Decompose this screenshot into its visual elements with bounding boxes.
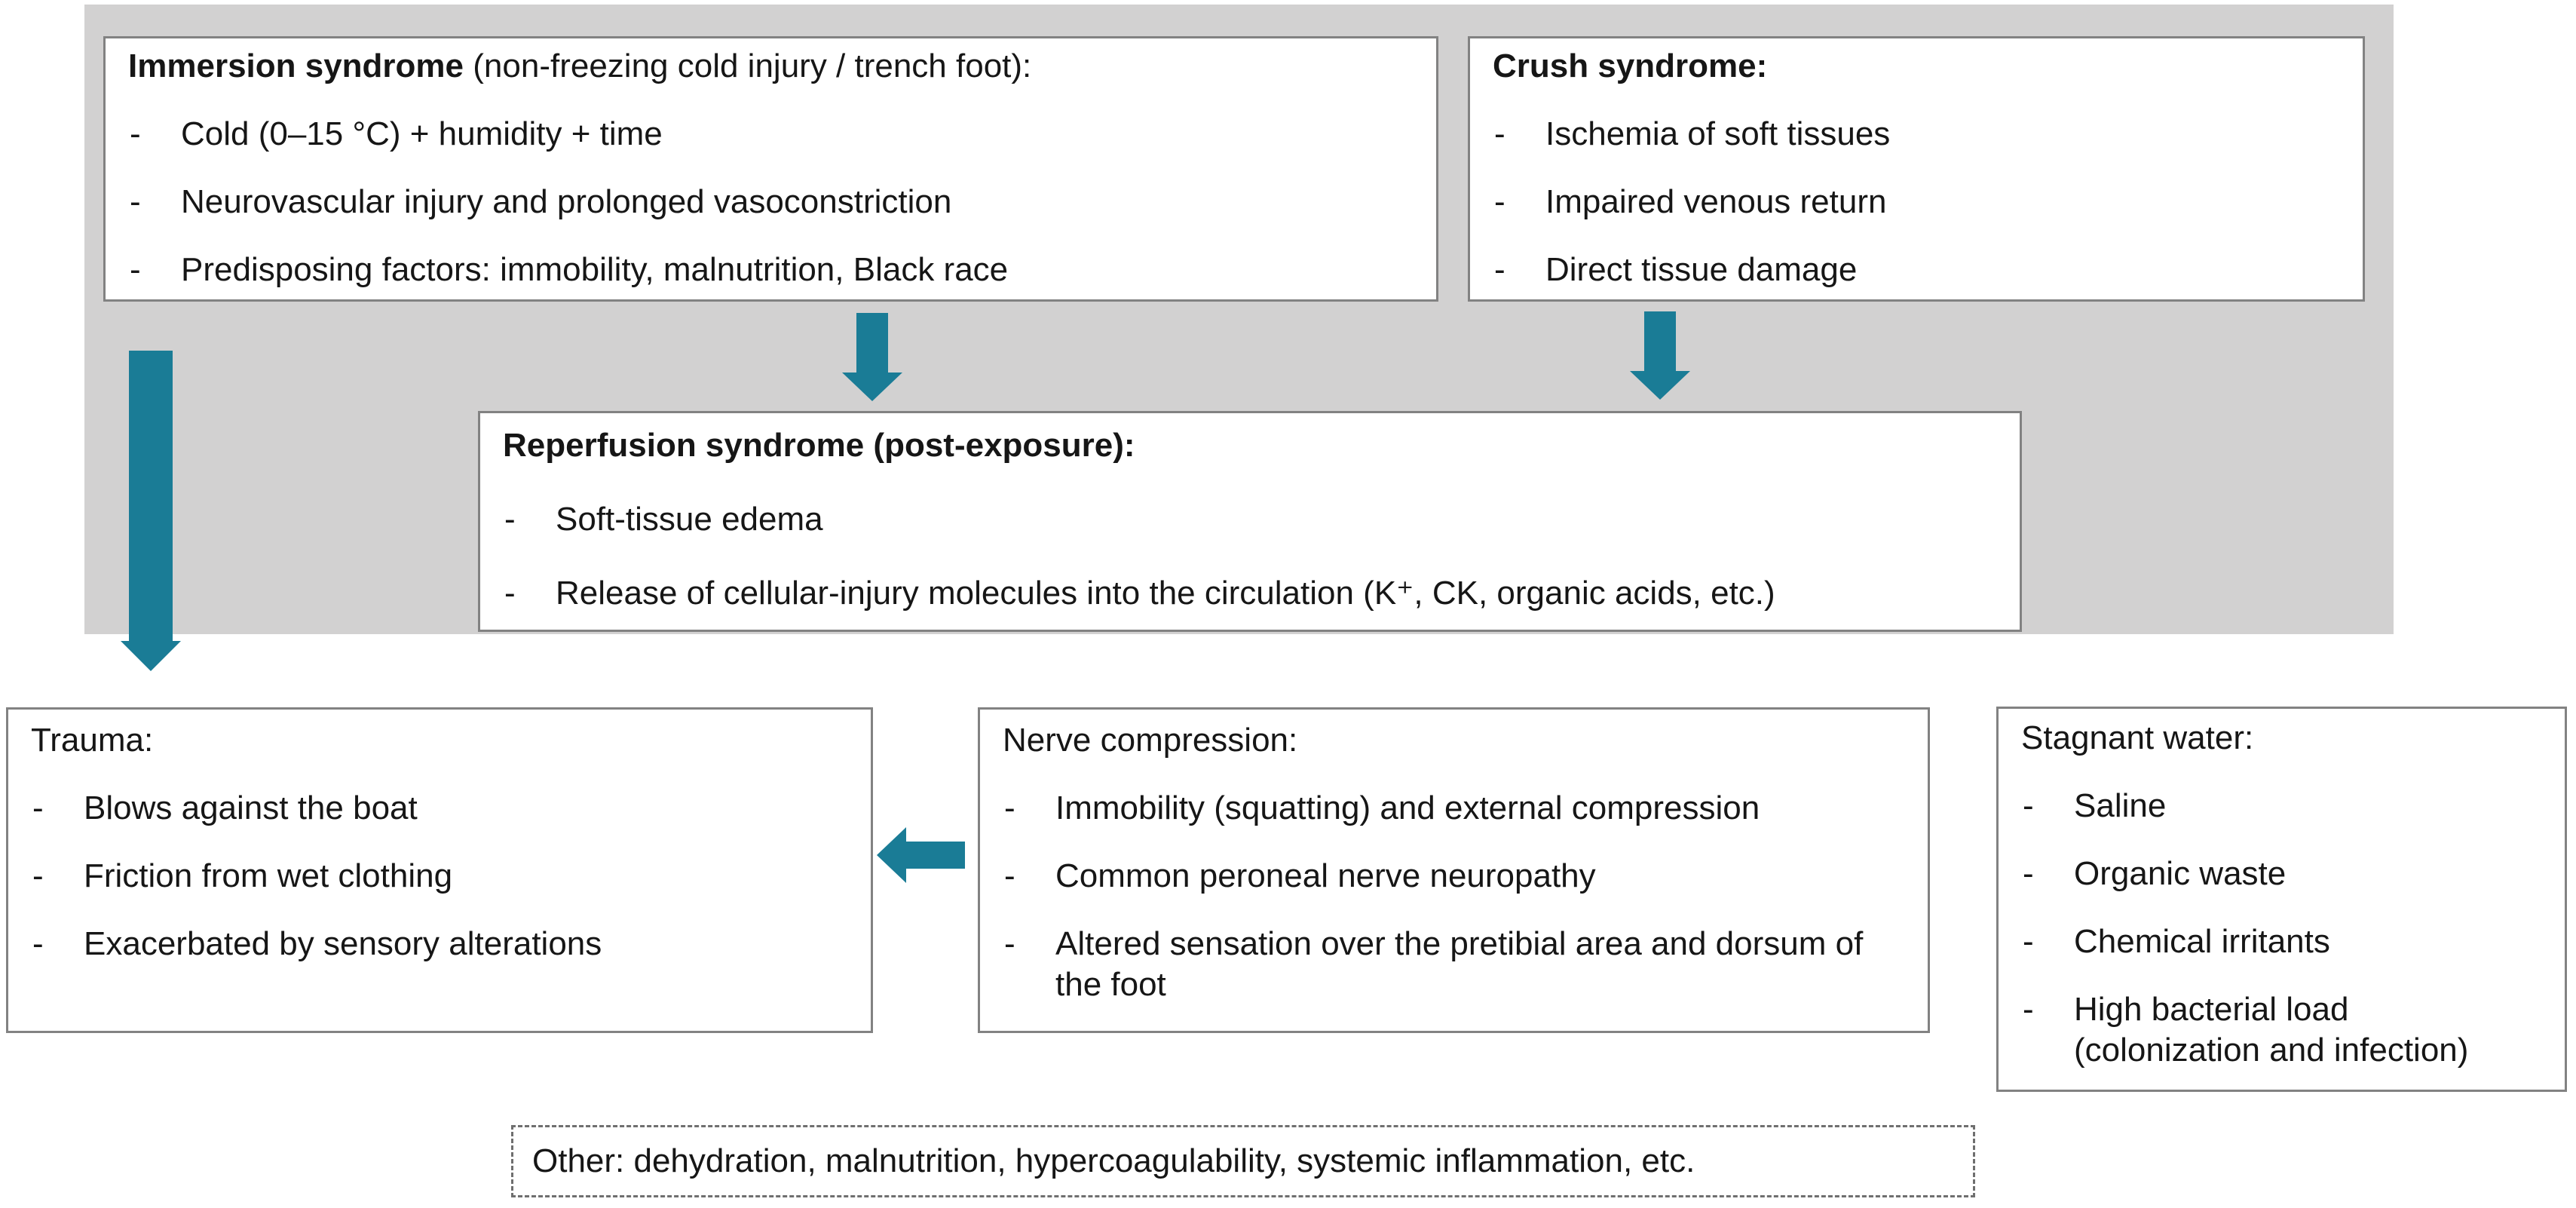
bullet-item: - Organic waste xyxy=(2020,854,2544,894)
reperfusion-syndrome-title: Reperfusion syndrome (post-exposure): xyxy=(503,425,1999,466)
crush-syndrome-box: Crush syndrome: - Ischemia of soft tissue… xyxy=(1468,36,2365,302)
bullet-item: - Blows against the boat xyxy=(29,788,850,829)
bullet-dash: - xyxy=(130,115,141,152)
arrow-head xyxy=(842,373,902,401)
bullet-item: - Immobility (squatting) and external com… xyxy=(1001,788,1907,829)
bullet-dash: - xyxy=(1494,183,1505,220)
bullet-item: - Impaired venous return xyxy=(1491,182,2342,222)
immersion-title-bold: Immersion syndrome xyxy=(128,48,464,84)
bullet-dash: - xyxy=(1494,251,1505,288)
bullet-text: Ischemia of soft tissues xyxy=(1545,115,1891,152)
other-factors-text: Other: dehydration, malnutrition, hyperc… xyxy=(532,1142,1695,1179)
arrow-shaft xyxy=(906,842,965,869)
bullet-text: Cold (0–15 °C) + humidity + time xyxy=(181,115,663,152)
bullet-text: Impaired venous return xyxy=(1545,183,1887,220)
bullet-dash: - xyxy=(2023,923,2034,960)
bullet-text: Exacerbated by sensory alterations xyxy=(84,925,602,962)
arrow-shaft xyxy=(856,313,888,373)
bullet-dash: - xyxy=(1004,789,1015,826)
bullet-text: Predisposing factors: immobility, malnut… xyxy=(181,251,1009,288)
immersion-syndrome-box: Immersion syndrome (non-freezing cold in… xyxy=(103,36,1438,302)
bullet-text: Saline xyxy=(2074,787,2167,824)
immersion-syndrome-title: Immersion syndrome (non-freezing cold in… xyxy=(128,46,1415,87)
reperfusion-title-bold: Reperfusion syndrome (post-exposure): xyxy=(503,427,1135,464)
bullet-text: Organic waste xyxy=(2074,855,2287,892)
bullet-item: - Release of cellular-injury molecules in… xyxy=(501,573,1999,614)
trauma-title-regular: Trauma: xyxy=(31,722,154,759)
bullet-item: - Ischemia of soft tissues xyxy=(1491,114,2342,155)
arrow-head xyxy=(1630,371,1690,400)
left-arrow-nerve-to-trauma-icon xyxy=(877,827,965,883)
bullet-text: Release of cellular-injury molecules int… xyxy=(556,575,1775,612)
bullet-dash: - xyxy=(1004,925,1015,962)
stagnant-water-title: Stagnant water: xyxy=(2021,718,2544,759)
nerve-title-regular: Nerve compression: xyxy=(1003,722,1298,759)
bullet-dash: - xyxy=(1494,115,1505,152)
bullet-dash: - xyxy=(504,501,516,538)
trauma-box: Trauma: - Blows against the boat - Friction… xyxy=(6,707,873,1033)
nerve-compression-title: Nerve compression: xyxy=(1003,720,1907,761)
bullet-item: - High bacterial load (colonization and i… xyxy=(2020,989,2544,1071)
bullet-item: - Cold (0–15 °C) + humidity + time xyxy=(127,114,1415,155)
bullet-item: - Exacerbated by sensory alterations xyxy=(29,924,850,964)
bullet-item: - Direct tissue damage xyxy=(1491,250,2342,290)
immersion-bullet-list: - Cold (0–15 °C) + humidity + time - Neurov… xyxy=(127,114,1415,290)
bullet-dash: - xyxy=(2023,991,2034,1028)
bullet-item: - Neurovascular injury and prolonged vaso… xyxy=(127,182,1415,222)
nerve-compression-box: Nerve compression: - Immobility (squattin… xyxy=(978,707,1930,1033)
trauma-title: Trauma: xyxy=(31,720,850,761)
trauma-bullet-list: - Blows against the boat - Friction from we… xyxy=(29,788,850,964)
bullet-item: - Predisposing factors: immobility, malnu… xyxy=(127,250,1415,290)
bullet-dash: - xyxy=(130,251,141,288)
stagnant-title-regular: Stagnant water: xyxy=(2021,719,2254,756)
reperfusion-bullet-list: - Soft-tissue edema - Release of cellular-i… xyxy=(501,499,1999,614)
bullet-text: Altered sensation over the pretibial are… xyxy=(1055,925,1864,1003)
bullet-text: Neurovascular injury and prolonged vasoc… xyxy=(181,183,952,220)
bullet-text: Soft-tissue edema xyxy=(556,501,823,538)
down-arrow-crush-to-reperfusion-icon xyxy=(1630,311,1690,400)
bullet-text: Common peroneal nerve neuropathy xyxy=(1055,857,1596,894)
bullet-item: - Chemical irritants xyxy=(2020,921,2544,962)
reperfusion-syndrome-box: Reperfusion syndrome (post-exposure): - S… xyxy=(478,411,2022,632)
bullet-dash: - xyxy=(32,857,44,894)
arrow-shaft xyxy=(1644,311,1676,371)
arrow-head xyxy=(877,827,906,883)
bullet-dash: - xyxy=(32,789,44,826)
bullet-dash: - xyxy=(1004,857,1015,894)
bullet-text: Friction from wet clothing xyxy=(84,857,453,894)
bullet-item: - Friction from wet clothing xyxy=(29,856,850,897)
bullet-text: Direct tissue damage xyxy=(1545,251,1858,288)
bullet-dash: - xyxy=(130,183,141,220)
bullet-item: - Altered sensation over the pretibial ar… xyxy=(1001,924,1907,1005)
stagnant-water-box: Stagnant water: - Saline - Organic waste - Ch… xyxy=(1996,707,2567,1092)
other-factors-box: Other: dehydration, malnutrition, hyperc… xyxy=(511,1125,1975,1197)
stagnant-bullet-list: - Saline - Organic waste - Chemical irritants… xyxy=(2020,786,2544,1071)
bullet-item: - Soft-tissue edema xyxy=(501,499,1999,540)
arrow-head xyxy=(121,641,181,671)
bullet-text: Chemical irritants xyxy=(2074,923,2330,960)
immersion-title-regular: (non-freezing cold injury / trench foot)… xyxy=(464,48,1032,84)
bullet-dash: - xyxy=(2023,787,2034,824)
bullet-item: - Common peroneal nerve neuropathy xyxy=(1001,856,1907,897)
bullet-dash: - xyxy=(504,575,516,612)
crush-bullet-list: - Ischemia of soft tissues - Impaired venou… xyxy=(1491,114,2342,290)
crush-title-bold: Crush syndrome: xyxy=(1493,48,1768,84)
down-arrow-panel-to-trauma-icon xyxy=(121,351,181,671)
bullet-dash: - xyxy=(2023,855,2034,892)
bullet-dash: - xyxy=(32,925,44,962)
crush-syndrome-title: Crush syndrome: xyxy=(1493,46,2342,87)
bullet-text: Immobility (squatting) and external comp… xyxy=(1055,789,1760,826)
down-arrow-immersion-to-reperfusion-icon xyxy=(842,313,902,401)
arrow-shaft xyxy=(129,351,173,641)
bullet-item: - Saline xyxy=(2020,786,2544,826)
bullet-text: Blows against the boat xyxy=(84,789,418,826)
nerve-bullet-list: - Immobility (squatting) and external com… xyxy=(1001,788,1907,1005)
bullet-text: High bacterial load (colonization and in… xyxy=(2074,991,2469,1068)
